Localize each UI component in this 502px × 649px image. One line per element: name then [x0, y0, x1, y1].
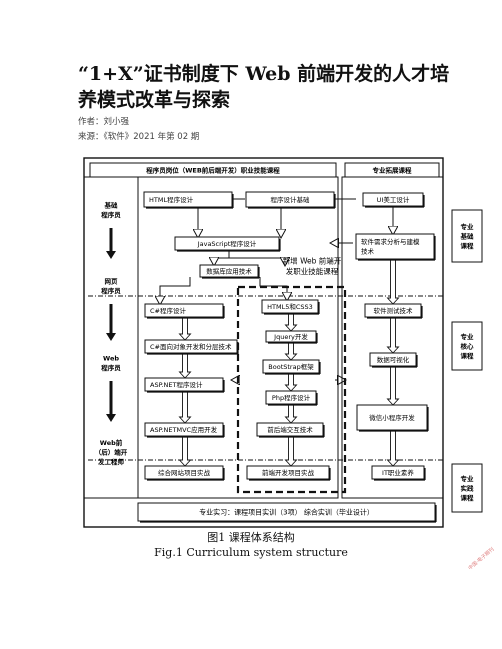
- figure-caption-en: Fig.1 Curriculum system structure: [154, 546, 348, 559]
- course-software-testing-label: 软件测试技术: [374, 306, 414, 315]
- header-extension-courses-label: 专业拓展课程: [373, 165, 413, 174]
- course-csharp: [144, 303, 224, 318]
- article-title-line2: 养模式改革与探索: [78, 89, 231, 111]
- course-fe-project: [246, 465, 330, 480]
- course-ui-design: [362, 192, 424, 207]
- role-arrow-2: [106, 333, 116, 341]
- course-csharp-label: C#程序设计: [150, 306, 186, 315]
- course-html5-css3-label: HTML5和CSS3: [267, 302, 313, 311]
- course-database-label: 数据库应用技术: [206, 266, 252, 275]
- side-label-2: 专业核心课程: [461, 332, 475, 360]
- header-extension-courses: [344, 162, 440, 178]
- course-software-testing: [364, 303, 422, 318]
- new-courses-dashed-frame: [236, 285, 347, 494]
- course-javascript-label: JavaScript程序设计: [197, 239, 257, 248]
- header-core-courses-label: 程序员岗位（WEB前后端开发）职业技能课程: [145, 165, 280, 174]
- new-courses-label: 新增 Web 前端开发职业技能课程: [283, 255, 342, 276]
- course-programming-basics: [245, 191, 335, 208]
- role-label-4: Web前（后）端开发工程师: [95, 438, 128, 466]
- course-it-literacy: [371, 465, 425, 480]
- article-author: 作者：刘小强: [78, 117, 130, 127]
- article-title-line1: “1+X”证书制度下 Web 前端开发的人才培: [78, 63, 450, 85]
- course-php-label: Php程序设计: [272, 393, 311, 402]
- course-requirements: [355, 233, 435, 260]
- course-html5-css3: [261, 299, 319, 314]
- course-requirements-label: 软件需求分析与建模技术: [361, 237, 420, 256]
- course-javascript: [174, 236, 280, 251]
- course-aspnet-label: ASP.NET程序设计: [150, 380, 203, 389]
- role-arrow-1: [106, 251, 116, 259]
- course-fe-be-interaction-label: 前后端交互技术: [267, 425, 313, 434]
- course-site-project-label: 综合网站项目实战: [158, 468, 211, 477]
- course-bootstrap: [262, 359, 320, 374]
- header-core-courses: [89, 162, 337, 178]
- course-aspnet-mvc: [144, 422, 224, 437]
- course-php: [265, 390, 317, 405]
- internship-bar: [137, 502, 436, 522]
- course-aspnet: [144, 377, 224, 392]
- role-arrow-3: [106, 414, 116, 422]
- course-aspnet-mvc-label: ASP.NETMVC应用开发: [150, 425, 218, 434]
- course-programming-basics-label: 程序设计基础: [271, 195, 311, 204]
- figure-caption-cn: 图1 课程体系结构: [207, 531, 295, 544]
- side-label-box-1: [451, 209, 483, 263]
- side-label-1: 专业基础课程: [460, 222, 475, 250]
- course-it-literacy-label: IT职业素养: [382, 468, 414, 477]
- course-data-visualization-label: 数据可视化: [377, 355, 410, 364]
- course-ui-design-label: UI美工设计: [377, 195, 410, 204]
- course-data-visualization: [369, 352, 417, 367]
- role-label-1: 基础程序员: [100, 201, 121, 220]
- side-label-3: 专业实践课程: [461, 474, 475, 502]
- course-csharp-oop-label: C#面向对象开发和分层技术: [150, 342, 232, 351]
- course-wechat-miniprogram: [356, 404, 428, 431]
- side-label-box-3: [451, 463, 483, 513]
- article-source: 来源：《软件》2021 年第 02 期: [78, 132, 200, 142]
- course-database: [199, 264, 259, 278]
- internship-bar-label: 专业实习：课程项目实训（3项） 综合实训（毕业设计）: [199, 507, 374, 516]
- course-site-project: [144, 465, 224, 480]
- course-fe-project-label: 前端开发项目实战: [262, 468, 315, 477]
- course-jquery: [265, 330, 317, 343]
- course-wechat-miniprogram-label: 微信小程序开发: [369, 413, 415, 422]
- course-html: [143, 191, 233, 208]
- role-label-2: 网页程序员: [100, 278, 121, 296]
- course-csharp-oop: [144, 339, 238, 354]
- course-html-label: HTML程序设计: [149, 195, 194, 204]
- course-jquery-label: Jquery开发: [273, 332, 308, 341]
- course-fe-be-interaction: [256, 422, 324, 437]
- course-bootstrap-label: BootStrap框架: [268, 362, 314, 371]
- side-label-box-2: [451, 321, 483, 371]
